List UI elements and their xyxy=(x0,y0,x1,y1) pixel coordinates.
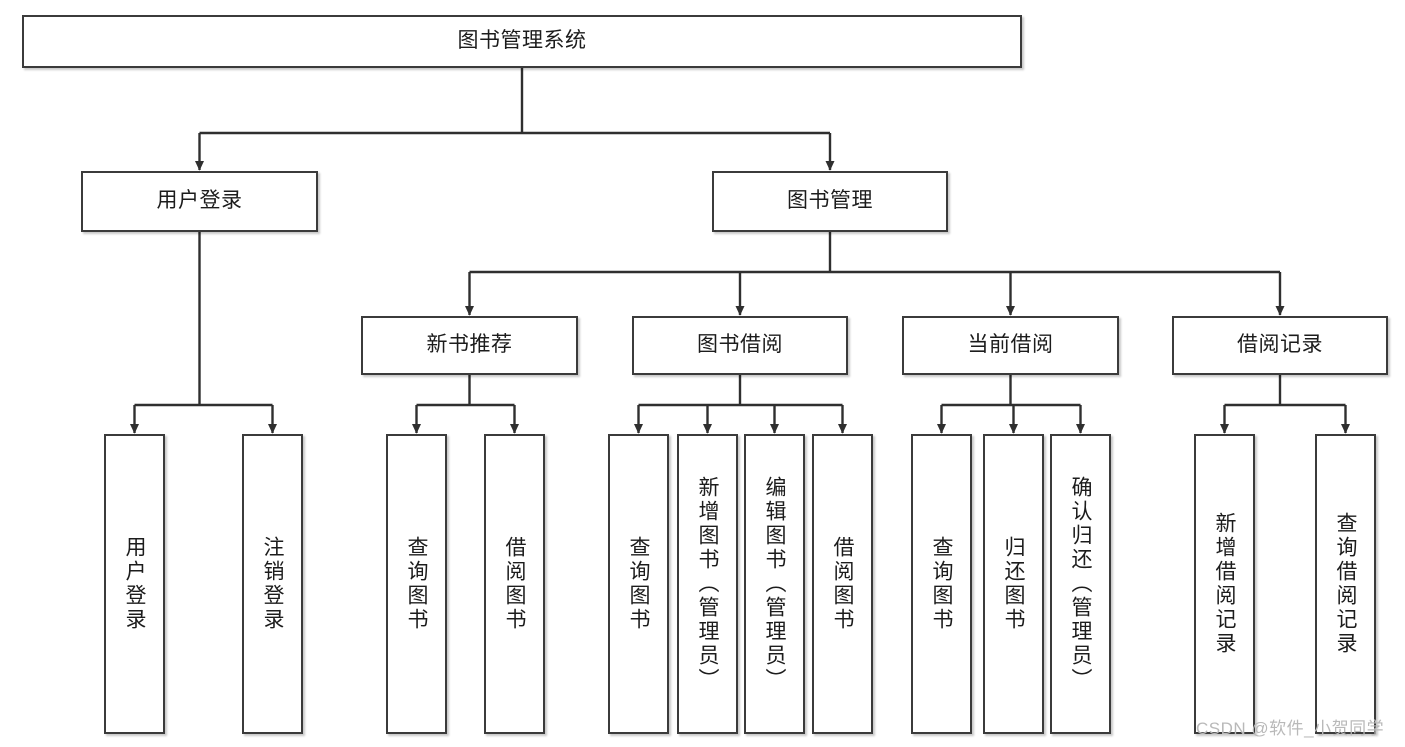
node-label: 用户登录 xyxy=(123,536,147,632)
node-label: 查询图书 xyxy=(405,536,429,632)
leaf-node[interactable]: 归还图书 xyxy=(983,434,1044,734)
node-label: 图书借阅 xyxy=(697,333,783,357)
level3-node[interactable]: 图书借阅 xyxy=(632,316,848,375)
level2-node[interactable]: 用户登录 xyxy=(81,171,318,232)
leaf-node[interactable]: 查询借阅记录 xyxy=(1315,434,1376,734)
csdn-watermark: CSDN @软件_小贺同学 xyxy=(1196,719,1385,738)
leaf-node[interactable]: 注销登录 xyxy=(242,434,303,734)
leaf-node[interactable]: 查询图书 xyxy=(386,434,447,734)
level3-node[interactable]: 借阅记录 xyxy=(1172,316,1388,375)
leaf-node[interactable]: 借阅图书 xyxy=(812,434,873,734)
leaf-node[interactable]: 新增借阅记录 xyxy=(1194,434,1255,734)
node-label: 查询图书 xyxy=(930,536,954,632)
node-label: 归还图书 xyxy=(1002,536,1026,632)
root-node[interactable]: 图书管理系统 xyxy=(22,15,1022,68)
node-label: 新增图书（管理员） xyxy=(696,476,720,692)
leaf-node[interactable]: 编辑图书（管理员） xyxy=(744,434,805,734)
node-label: 图书管理 xyxy=(787,189,873,213)
node-label: 查询图书 xyxy=(627,536,651,632)
node-label: 借阅记录 xyxy=(1237,333,1323,357)
leaf-node[interactable]: 新增图书（管理员） xyxy=(677,434,738,734)
node-label: 注销登录 xyxy=(261,536,285,632)
node-label: 确认归还（管理员） xyxy=(1069,476,1093,692)
level2-node[interactable]: 图书管理 xyxy=(712,171,948,232)
level3-node[interactable]: 新书推荐 xyxy=(361,316,578,375)
node-label: 当前借阅 xyxy=(967,333,1054,357)
node-label: 新增借阅记录 xyxy=(1213,512,1237,656)
leaf-node[interactable]: 用户登录 xyxy=(104,434,165,734)
node-label: 用户登录 xyxy=(156,189,243,213)
leaf-node[interactable]: 查询图书 xyxy=(911,434,972,734)
leaf-node[interactable]: 查询图书 xyxy=(608,434,669,734)
node-label: 借阅图书 xyxy=(831,536,855,632)
node-label: 查询借阅记录 xyxy=(1334,512,1358,656)
node-label: 编辑图书（管理员） xyxy=(763,476,787,692)
node-label: 图书管理系统 xyxy=(457,29,587,53)
node-label: 新书推荐 xyxy=(426,333,513,357)
leaf-node[interactable]: 借阅图书 xyxy=(484,434,545,734)
level3-node[interactable]: 当前借阅 xyxy=(902,316,1119,375)
node-label: 借阅图书 xyxy=(503,536,527,632)
leaf-node[interactable]: 确认归还（管理员） xyxy=(1050,434,1111,734)
